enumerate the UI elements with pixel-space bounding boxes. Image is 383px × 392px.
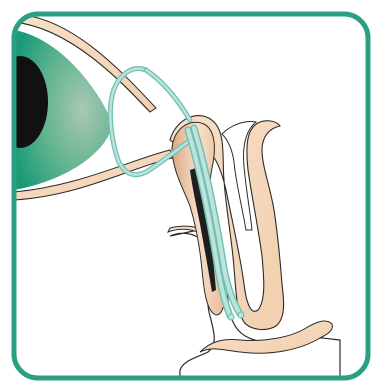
stent-tip-b [238,312,244,318]
stent-tip-a [228,314,234,320]
